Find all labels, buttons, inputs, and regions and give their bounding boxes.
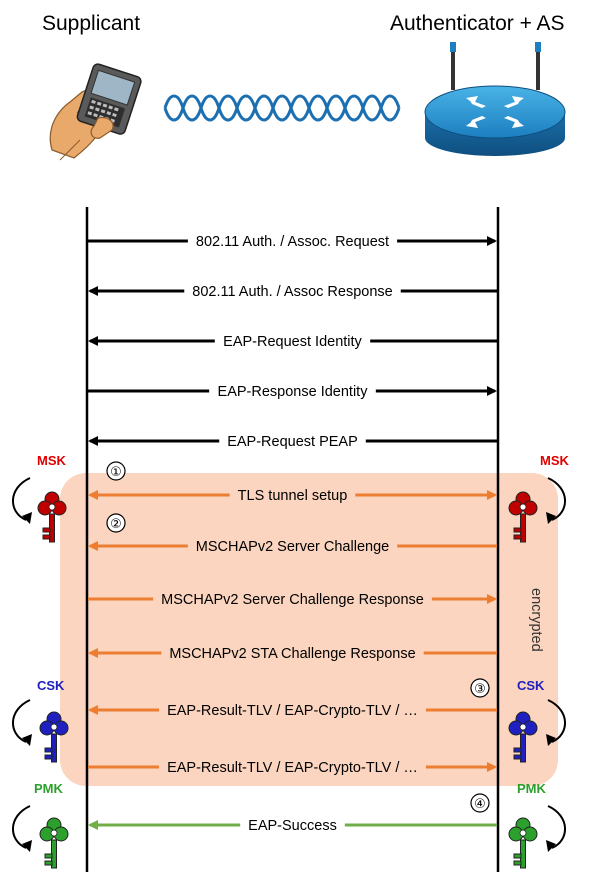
step-1-number: ① [110, 464, 122, 479]
key-icon [39, 817, 69, 869]
curved-arrow-icon [547, 805, 566, 849]
message-arrow: 802.11 Auth. / Assoc Response [88, 284, 497, 300]
curved-arrow-icon [12, 805, 31, 849]
message-label: 802.11 Auth. / Assoc Response [192, 284, 392, 300]
step-4-number: ④ [474, 796, 486, 811]
message-arrow: EAP-Request Identity [88, 334, 497, 350]
left-csk-key: CSK [12, 678, 69, 763]
right-pmk-label: PMK [517, 781, 547, 796]
step-3: ③ [470, 678, 490, 698]
message-label: TLS tunnel setup [238, 488, 348, 504]
right-pmk-key: PMK [508, 781, 566, 869]
message-arrow: MSCHAPv2 Server Challenge [88, 539, 497, 555]
message-label: EAP-Request Identity [223, 334, 362, 350]
curved-arrow-icon [547, 699, 566, 743]
router-icon [424, 42, 566, 156]
step-3-number: ③ [474, 681, 486, 696]
encrypted-label: encrypted [528, 588, 544, 652]
curved-arrow-icon [12, 699, 31, 743]
right-csk-label: CSK [517, 678, 545, 693]
message-arrow: 802.11 Auth. / Assoc. Request [88, 234, 497, 250]
message-label: EAP-Success [248, 818, 337, 834]
message-label: 802.11 Auth. / Assoc. Request [196, 234, 389, 250]
message-arrow: EAP-Request PEAP [88, 434, 497, 450]
encrypted-tunnel-region [60, 473, 558, 786]
step-1: ① [106, 461, 126, 481]
right-csk-key: CSK [508, 678, 566, 763]
message-arrow: EAP-Result-TLV / EAP-Crypto-TLV / … [88, 760, 497, 776]
right-msk-key: MSK [508, 453, 570, 543]
authenticator-title: Authenticator + AS [390, 12, 565, 35]
wireless-link-icon [163, 94, 401, 122]
curved-arrow-icon [547, 477, 566, 521]
left-pmk-label: PMK [34, 781, 64, 796]
message-arrow: EAP-Success [88, 818, 497, 834]
message-arrow: MSCHAPv2 STA Challenge Response [88, 646, 497, 662]
message-label: EAP-Result-TLV / EAP-Crypto-TLV / … [167, 703, 418, 719]
curved-arrow-icon [12, 477, 31, 521]
supplicant-title: Supplicant [42, 12, 140, 35]
message-arrow: TLS tunnel setup [88, 488, 497, 504]
message-arrow: EAP-Result-TLV / EAP-Crypto-TLV / … [88, 703, 497, 719]
message-label: EAP-Request PEAP [227, 434, 358, 450]
message-label: EAP-Response Identity [218, 384, 369, 400]
handheld-device-icon [49, 63, 142, 161]
step-4: ④ [470, 793, 490, 813]
step-2-number: ② [110, 516, 122, 531]
message-label: MSCHAPv2 Server Challenge Response [161, 592, 424, 608]
step-2: ② [106, 513, 126, 533]
message-list: 802.11 Auth. / Assoc. Request 802.11 Auth… [88, 234, 497, 834]
message-label: MSCHAPv2 Server Challenge [196, 539, 389, 555]
message-arrow: EAP-Response Identity [88, 384, 497, 400]
message-label: MSCHAPv2 STA Challenge Response [169, 646, 415, 662]
key-icon [508, 817, 538, 869]
left-msk-label: MSK [37, 453, 67, 468]
left-pmk-key: PMK [12, 781, 69, 869]
right-msk-label: MSK [540, 453, 570, 468]
left-msk-key: MSK [12, 453, 67, 543]
message-label: EAP-Result-TLV / EAP-Crypto-TLV / … [167, 760, 418, 776]
left-csk-label: CSK [37, 678, 65, 693]
message-arrow: MSCHAPv2 Server Challenge Response [88, 592, 497, 608]
